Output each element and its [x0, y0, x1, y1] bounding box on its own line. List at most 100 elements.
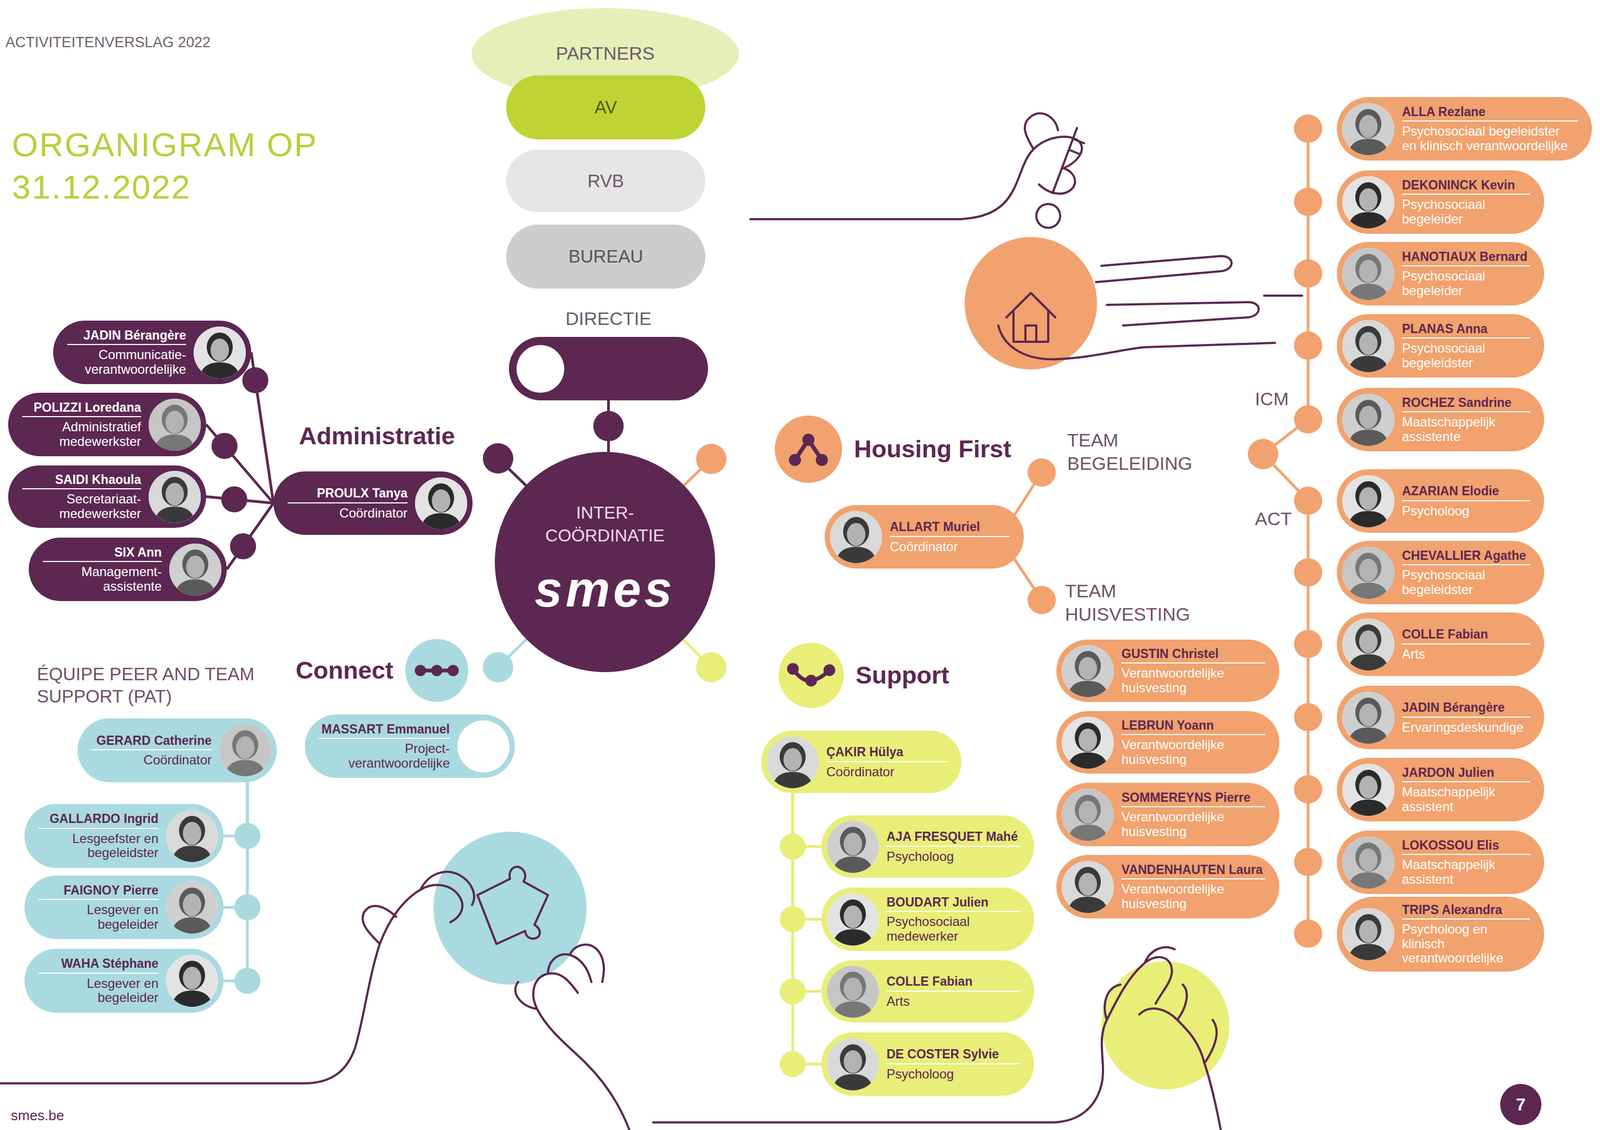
label-holder: TEAM HUISVESTING	[1065, 579, 1234, 626]
person-name: PROULX Tanya	[316, 486, 408, 501]
portrait-drawing	[1342, 475, 1395, 528]
person-name: FAIGNOY Pierre	[63, 883, 159, 898]
icon-dot	[414, 665, 426, 677]
text-box: AJA FRESQUET MahéPsycholoog	[886, 815, 1021, 878]
text-box: JADIN BérangèreErvaringsdeskundige	[1401, 685, 1531, 750]
photo-shoulders	[1347, 872, 1389, 889]
name-rule: JARDON Julien	[1401, 765, 1531, 783]
portrait-drawing	[219, 724, 272, 777]
text-box: JADIN BérangèreCommunicatie- verantwoord…	[67, 320, 187, 385]
text-stack: DE COSTER SylviePsycholoog	[886, 1047, 1021, 1082]
portrait-drawing	[1342, 618, 1395, 671]
text-box: GALLARDO IngridLesgeefster en begeleidst…	[38, 804, 159, 869]
portrait-drawing	[193, 326, 246, 379]
person-pill: GALLARDO IngridLesgeefster en begeleidst…	[24, 804, 224, 869]
icon-dot	[823, 664, 836, 677]
portrait-photo	[1061, 716, 1114, 769]
name-rule: AJA FRESQUET Mahé	[886, 829, 1021, 847]
portrait-drawing	[1342, 763, 1395, 817]
spine-dot	[1247, 438, 1279, 470]
portrait-photo	[1342, 103, 1395, 156]
portrait-drawing	[1342, 908, 1395, 961]
photo-face	[186, 555, 205, 579]
photo-face	[1359, 487, 1378, 511]
person-name: SIX Ann	[114, 545, 162, 560]
person-name: DEKONINCK Kevin	[1401, 177, 1515, 193]
photo-face	[210, 338, 229, 362]
portrait-photo	[766, 736, 819, 789]
photo-ground	[766, 736, 819, 789]
node-heading: DIRECTIE	[565, 308, 652, 329]
photo-ground	[1342, 618, 1395, 671]
text-box: CHEVALLIER AgathePsychosociaal begeleids…	[1401, 540, 1531, 605]
text-stack: JARDON JulienMaatschappelijk assistent	[1401, 765, 1531, 814]
line-drawing	[0, 113, 1303, 1130]
name-rule: SIX Ann	[42, 545, 162, 563]
text-stack: PLANAS AnnaPsychosociaal begeleidster	[1401, 321, 1531, 371]
portrait-photo	[166, 881, 219, 934]
photo-ground	[219, 724, 272, 777]
photo-ground	[826, 893, 879, 946]
person-pill: AZARIAN ElodiePsycholoog	[1336, 469, 1545, 533]
person-name: LEBRUN Yoann	[1121, 718, 1214, 733]
photo-shoulders	[1347, 727, 1389, 744]
person-role: Psychosociaal begeleidster	[1401, 568, 1531, 597]
photo-face	[1359, 558, 1378, 582]
photo-face	[1359, 630, 1378, 654]
portrait-drawing	[1342, 247, 1395, 301]
portrait-photo	[826, 1038, 879, 1091]
person-role: Arts	[886, 994, 1021, 1009]
person-pill: GUSTIN ChristelVerantwoordelijke huisves…	[1056, 639, 1280, 703]
photo-hair	[1355, 842, 1382, 872]
spine-dot	[1293, 114, 1323, 143]
label-holder: smes.be	[10, 1106, 65, 1125]
person-pill: DE COSTER SylviePsycholoog	[821, 1032, 1035, 1096]
photo-hair	[843, 517, 870, 547]
spine-dot	[1293, 405, 1323, 434]
name-rule: TRIPS Alexandra	[1401, 902, 1531, 920]
person-role: Project- verantwoordelijke	[319, 741, 450, 771]
person-role: Psycholoog	[886, 1067, 1021, 1082]
person-role: Verantwoordelijke huisvesting	[1121, 810, 1266, 839]
person-pill: ALLA RezlanePsychosociaal begeleidster e…	[1336, 97, 1592, 161]
photo-ground	[1061, 645, 1114, 698]
portrait-photo	[1342, 393, 1395, 446]
connector-line	[226, 503, 274, 570]
photo-shoulders	[832, 856, 874, 873]
text-box: SOMMEREYNS PierreVerantwoordelijke huisv…	[1121, 782, 1266, 847]
name-rule: SAIDI Khaoula	[22, 472, 142, 490]
spine-dot	[1293, 629, 1323, 659]
key	[1036, 128, 1085, 228]
portrait-drawing	[415, 477, 468, 530]
text-box: BOUDART JulienPsychosociaal medewerker	[886, 887, 1021, 952]
joint-dot	[242, 367, 269, 394]
name-rule: DE COSTER Sylvie	[886, 1047, 1021, 1064]
photo-hair	[179, 816, 206, 846]
photo-face	[1078, 728, 1098, 752]
photo-shoulders	[1347, 582, 1389, 599]
person-pill: COLLE FabianArts	[1336, 612, 1545, 677]
diagram-title: ORGANIGRAM OP 31.12.2022	[11, 123, 360, 208]
connector-line	[223, 781, 248, 981]
name-rule: VANDENHAUTEN Laura	[1121, 862, 1266, 880]
person-name: LOKOSSOU Elis	[1401, 838, 1500, 853]
person-pill: VANDENHAUTEN LauraVerantwoordelijke huis…	[1056, 855, 1280, 919]
connector-line	[792, 792, 822, 1065]
person-pill: AJA FRESQUET MahéPsycholoog	[821, 815, 1035, 878]
text-box: VANDENHAUTEN LauraVerantwoordelijke huis…	[1121, 855, 1266, 919]
person-name: COLLE Fabian	[886, 974, 973, 989]
name-rule: BOUDART Julien	[886, 895, 1021, 913]
portrait-drawing	[826, 965, 879, 1018]
text-stack: GUSTIN ChristelVerantwoordelijke huisves…	[1121, 646, 1266, 696]
name-rule: LEBRUN Yoann	[1121, 718, 1266, 736]
person-pill: MASSART EmmanuelProject- verantwoordelij…	[304, 714, 515, 779]
text-box: ROCHEZ SandrineMaatschappelijk assistent…	[1401, 387, 1531, 452]
text-stack: WAHA StéphaneLesgever en begeleider	[38, 956, 159, 1005]
label-holder: ACTIVITEITENVERSLAG 2022	[5, 33, 211, 53]
photo-face	[783, 748, 802, 771]
text-box: PROULX TanyaCoördinator	[287, 471, 408, 535]
photo-ground	[166, 881, 219, 934]
text-stack: ALLART MurielCoördinator	[889, 519, 1010, 554]
person-name: SAIDI Khaoula	[55, 472, 142, 487]
photo-hair	[1355, 697, 1382, 728]
